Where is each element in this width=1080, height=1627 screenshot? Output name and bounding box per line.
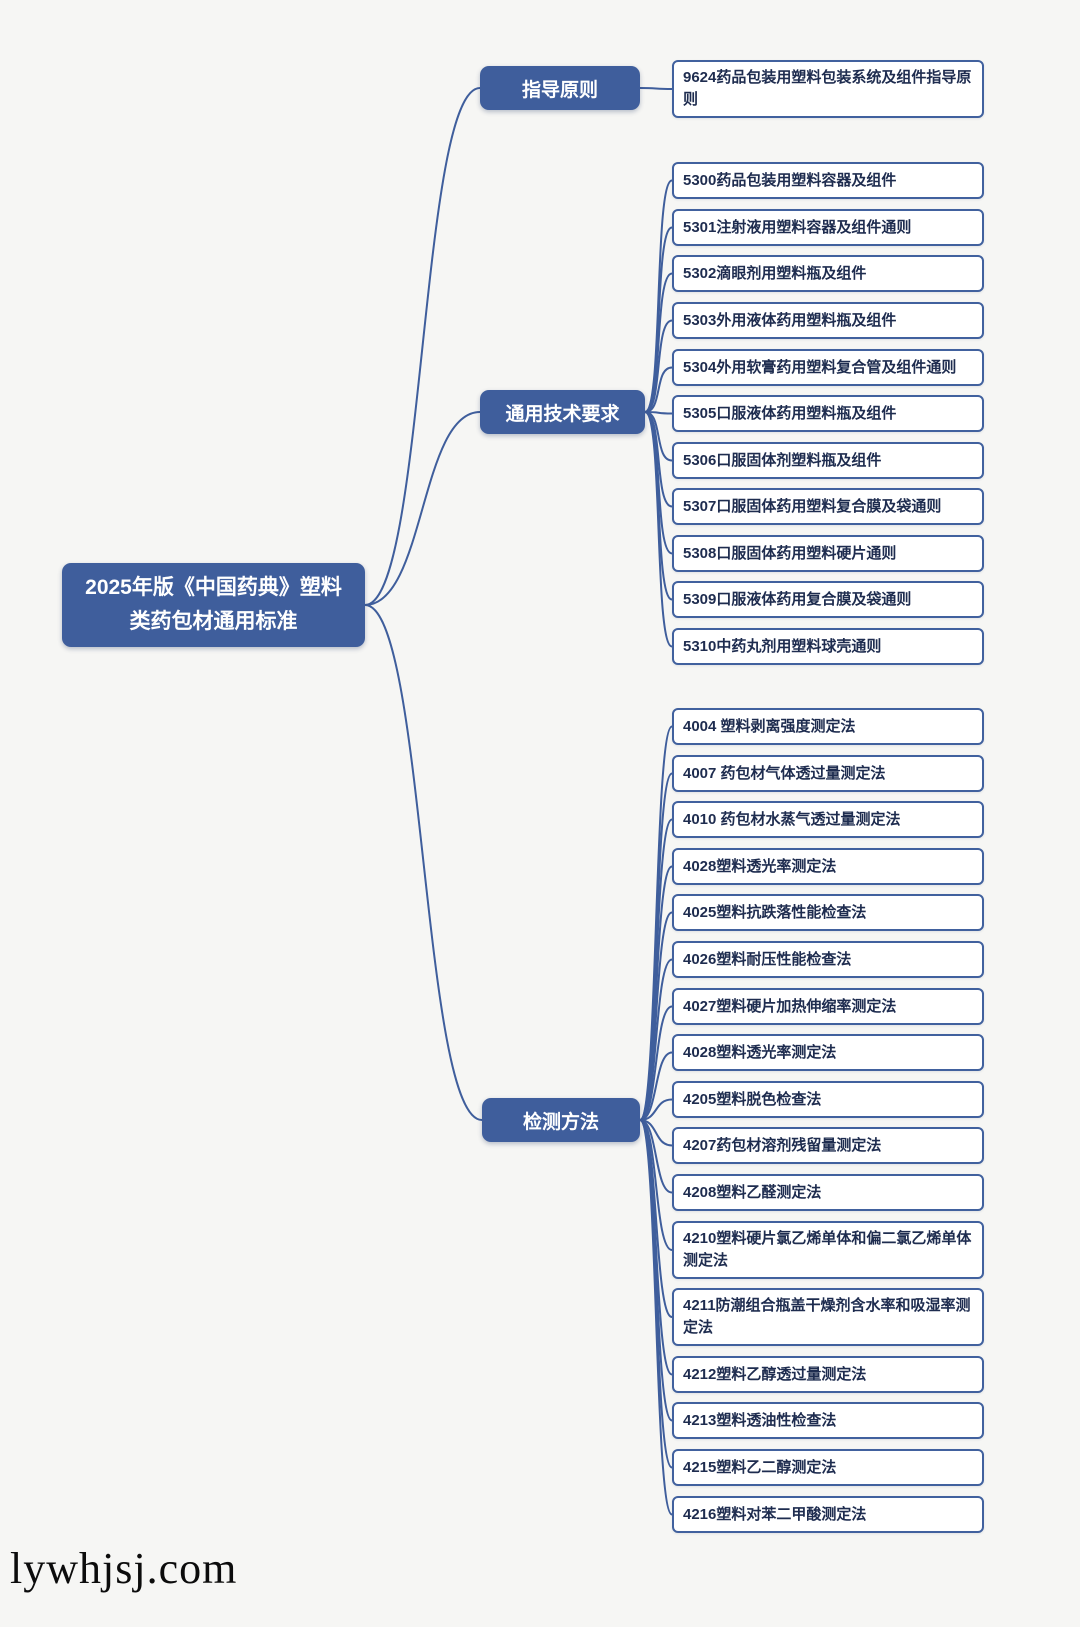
- connector-line: [644, 226, 673, 413]
- connector-line: [639, 772, 673, 1121]
- leaf-node[interactable]: 5307口服固体药用塑料复合膜及袋通则: [672, 488, 984, 525]
- connector-line: [644, 179, 673, 413]
- leaf-node[interactable]: 4216塑料对苯二甲酸测定法: [672, 1496, 984, 1533]
- connector-line: [639, 911, 673, 1121]
- branch-node-testing-methods[interactable]: 检测方法: [482, 1098, 640, 1142]
- branch-node-general-technical-requirements[interactable]: 通用技术要求: [480, 390, 645, 434]
- leaf-node-label: 4216塑料对苯二甲酸测定法: [683, 1505, 867, 1523]
- branch-node-guiding-principles[interactable]: 指导原则: [480, 66, 640, 110]
- leaf-node[interactable]: 5306口服固体剂塑料瓶及组件: [672, 442, 984, 479]
- leaf-node-label: 5306口服固体剂塑料瓶及组件: [683, 451, 882, 469]
- leaf-node[interactable]: 9624药品包装用塑料包装系统及组件指导原则: [672, 60, 984, 118]
- connector-line: [644, 411, 673, 462]
- connector-line: [639, 87, 673, 90]
- leaf-node-label: 4007 药包材气体透过量测定法: [683, 764, 886, 782]
- connector-line: [639, 818, 673, 1121]
- leaf-node-label: 5310中药丸剂用塑料球壳通则: [683, 637, 882, 655]
- leaf-node-label: 4026塑料耐压性能检查法: [683, 950, 852, 968]
- connector-line: [639, 725, 673, 1121]
- leaf-node-label: 4211防潮组合瓶盖干燥剂含水率和吸湿率测定法: [683, 1297, 971, 1336]
- leaf-node[interactable]: 4028塑料透光率测定法: [672, 1034, 984, 1071]
- leaf-node[interactable]: 4205塑料脱色检查法: [672, 1081, 984, 1118]
- leaf-node-label: 5309口服液体药用复合膜及袋通则: [683, 590, 912, 608]
- connector-line: [639, 958, 673, 1121]
- leaf-node[interactable]: 5305口服液体药用塑料瓶及组件: [672, 395, 984, 432]
- leaf-node-label: 4004 塑料剥离强度测定法: [683, 717, 856, 735]
- leaf-node[interactable]: 4026塑料耐压性能检查法: [672, 941, 984, 978]
- leaf-node[interactable]: 5300药品包装用塑料容器及组件: [672, 162, 984, 199]
- leaf-node[interactable]: 5309口服液体药用复合膜及袋通则: [672, 581, 984, 618]
- connector-line: [644, 411, 673, 648]
- branch-node-label: 通用技术要求: [505, 403, 620, 425]
- connector-line: [639, 865, 673, 1121]
- leaf-node[interactable]: 5310中药丸剂用塑料球壳通则: [672, 628, 984, 665]
- leaf-node-label: 4025塑料抗跌落性能检查法: [683, 903, 867, 921]
- leaf-node-label: 5305口服液体药用塑料瓶及组件: [683, 404, 897, 422]
- connector-line: [639, 1119, 673, 1147]
- connector-line: [639, 1119, 673, 1194]
- leaf-node-label: 4215塑料乙二醇测定法: [683, 1458, 837, 1476]
- leaf-node[interactable]: 4215塑料乙二醇测定法: [672, 1449, 984, 1486]
- leaf-node-label: 4010 药包材水蒸气透过量测定法: [683, 810, 901, 828]
- connector-line: [644, 411, 673, 415]
- connector-line: [639, 1119, 673, 1318]
- leaf-node[interactable]: 4004 塑料剥离强度测定法: [672, 708, 984, 745]
- watermark-text: lywhjsj.com: [10, 1544, 238, 1593]
- leaf-node[interactable]: 4208塑料乙醛测定法: [672, 1174, 984, 1211]
- leaf-node-label: 5308口服固体药用塑料硬片通则: [683, 544, 897, 562]
- connector-line: [639, 1005, 673, 1121]
- leaf-node-label: 5302滴眼剂用塑料瓶及组件: [683, 264, 867, 282]
- connector-line: [639, 1098, 673, 1121]
- leaf-node-label: 9624药品包装用塑料包装系统及组件指导原则: [683, 69, 972, 108]
- connector-line: [639, 1119, 673, 1516]
- connector-line: [364, 604, 483, 1121]
- branch-node-label: 指导原则: [521, 79, 598, 101]
- connector-line: [364, 411, 481, 606]
- leaf-node[interactable]: 4210塑料硬片氯乙烯单体和偏二氯乙烯单体测定法: [672, 1221, 984, 1279]
- leaf-node[interactable]: 4027塑料硬片加热伸缩率测定法: [672, 988, 984, 1025]
- connector-line: [644, 366, 673, 413]
- leaf-node[interactable]: 4211防潮组合瓶盖干燥剂含水率和吸湿率测定法: [672, 1288, 984, 1346]
- connector-line: [644, 272, 673, 413]
- leaf-node[interactable]: 5308口服固体药用塑料硬片通则: [672, 535, 984, 572]
- leaf-node[interactable]: 4025塑料抗跌落性能检查法: [672, 894, 984, 931]
- leaf-node[interactable]: 5302滴眼剂用塑料瓶及组件: [672, 255, 984, 292]
- connector-line: [644, 319, 673, 413]
- connector-line: [644, 411, 673, 508]
- leaf-node-label: 5303外用液体药用塑料瓶及组件: [683, 311, 897, 329]
- connector-line: [644, 411, 673, 601]
- leaf-node-label: 4028塑料透光率测定法: [683, 1043, 837, 1061]
- connector-line: [639, 1119, 673, 1251]
- connector-line: [639, 1119, 673, 1376]
- leaf-node[interactable]: 4010 药包材水蒸气透过量测定法: [672, 801, 984, 838]
- leaf-node[interactable]: 4212塑料乙醇透过量测定法: [672, 1356, 984, 1393]
- root-node[interactable]: 2025年版《中国药典》塑料类药包材通用标准: [62, 563, 365, 647]
- leaf-node[interactable]: 4213塑料透油性检查法: [672, 1402, 984, 1439]
- connector-line: [639, 1119, 673, 1422]
- connector-line: [644, 411, 673, 555]
- root-node-label: 2025年版《中国药典》塑料类药包材通用标准: [85, 576, 342, 633]
- leaf-node-label: 4208塑料乙醛测定法: [683, 1183, 822, 1201]
- leaf-node[interactable]: 4007 药包材气体透过量测定法: [672, 755, 984, 792]
- leaf-node[interactable]: 5304外用软膏药用塑料复合管及组件通则: [672, 349, 984, 386]
- leaf-node[interactable]: 5303外用液体药用塑料瓶及组件: [672, 302, 984, 339]
- leaf-node-label: 4205塑料脱色检查法: [683, 1090, 822, 1108]
- leaf-node-label: 4027塑料硬片加热伸缩率测定法: [683, 997, 897, 1015]
- leaf-node-label: 4213塑料透油性检查法: [683, 1411, 837, 1429]
- leaf-node-label: 4028塑料透光率测定法: [683, 857, 837, 875]
- leaf-node-label: 5300药品包装用塑料容器及组件: [683, 171, 897, 189]
- branch-node-label: 检测方法: [522, 1111, 599, 1133]
- leaf-node[interactable]: 4207药包材溶剂残留量测定法: [672, 1127, 984, 1164]
- leaf-node-label: 4212塑料乙醇透过量测定法: [683, 1365, 867, 1383]
- leaf-node[interactable]: 4028塑料透光率测定法: [672, 848, 984, 885]
- leaf-node-label: 4210塑料硬片氯乙烯单体和偏二氯乙烯单体测定法: [683, 1230, 972, 1269]
- connector-line: [364, 87, 481, 606]
- leaf-node-label: 5304外用软膏药用塑料复合管及组件通则: [683, 358, 957, 376]
- leaf-node-label: 5301注射液用塑料容器及组件通则: [683, 218, 912, 236]
- leaf-node[interactable]: 5301注射液用塑料容器及组件通则: [672, 209, 984, 246]
- leaf-node-label: 4207药包材溶剂残留量测定法: [683, 1136, 882, 1154]
- connector-line: [639, 1051, 673, 1121]
- leaf-node-label: 5307口服固体药用塑料复合膜及袋通则: [683, 497, 942, 515]
- connector-line: [639, 1119, 673, 1469]
